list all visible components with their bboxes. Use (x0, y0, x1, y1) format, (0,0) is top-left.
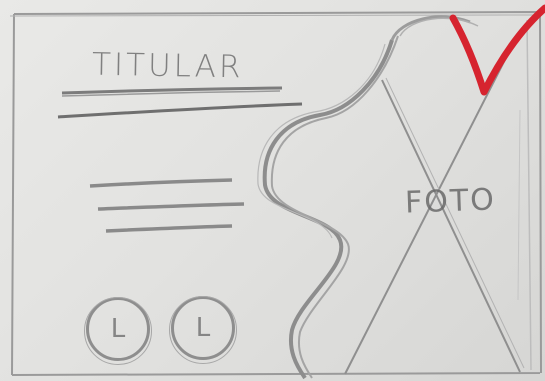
text-line-2 (98, 204, 244, 209)
image-placeholder-label: FOTO (404, 182, 496, 220)
page-title: TITULAR (92, 47, 244, 86)
action-button-1[interactable]: L (86, 297, 150, 361)
image-wave-border (265, 40, 392, 378)
action-button-2-label: L (196, 313, 211, 343)
image-x-line-1 (382, 80, 520, 372)
action-button-1-label: L (111, 314, 126, 344)
text-line-1 (90, 180, 232, 186)
action-button-2[interactable]: L (171, 296, 235, 360)
text-line-3 (106, 226, 232, 231)
subtitle-line (58, 104, 302, 117)
